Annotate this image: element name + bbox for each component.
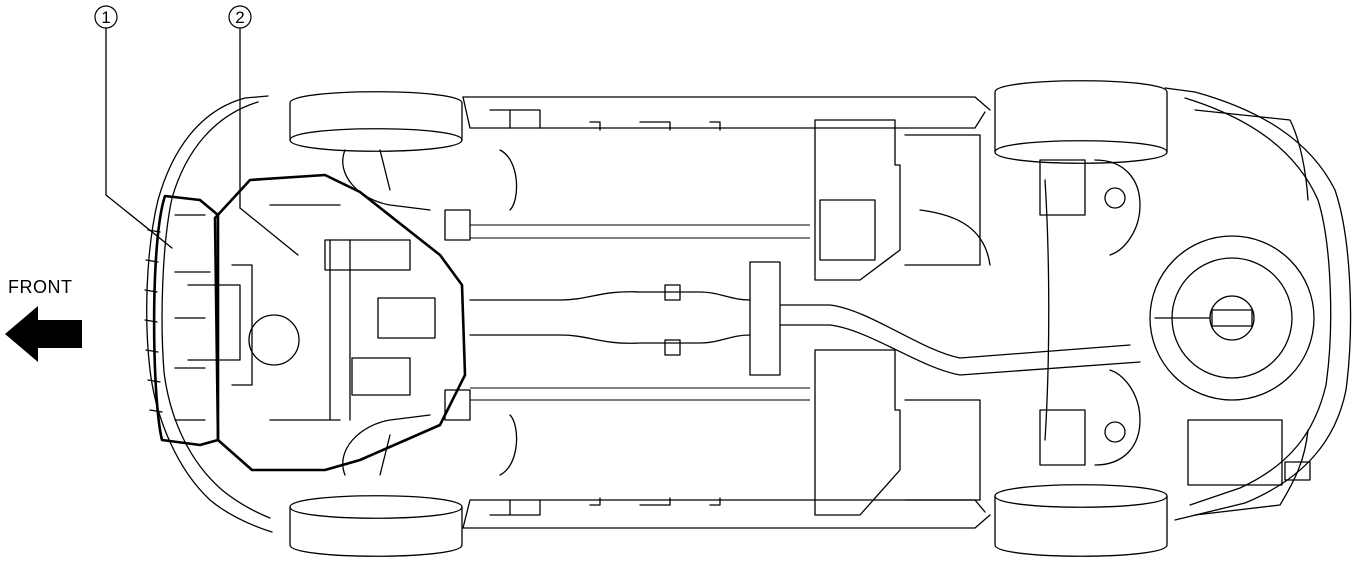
callout-1-label: 1 bbox=[101, 8, 110, 27]
spare-tire-well bbox=[1149, 235, 1315, 486]
part-1-front-splash-shield bbox=[144, 194, 241, 447]
fuel-tank-area bbox=[814, 119, 991, 516]
wheel-front-left bbox=[289, 91, 463, 152]
wheel-rear-left bbox=[994, 80, 1168, 164]
part-2-engine-under-cover bbox=[213, 173, 467, 472]
callout-2-leader-diagonal bbox=[239, 207, 299, 256]
exhaust-system bbox=[469, 261, 1141, 376]
wheel-rear-right bbox=[994, 484, 1168, 557]
wheel-front-right bbox=[289, 495, 463, 557]
front-direction-label: FRONT bbox=[8, 277, 73, 297]
floor-rails bbox=[470, 149, 810, 476]
callout-2-label: 2 bbox=[235, 8, 244, 27]
body-outline bbox=[146, 87, 1352, 533]
side-sill-details bbox=[489, 109, 721, 516]
callout-2: 2 bbox=[228, 5, 252, 29]
arrow-left-icon bbox=[5, 306, 82, 362]
rear-suspension bbox=[1039, 159, 1141, 466]
callout-1: 1 bbox=[94, 5, 118, 29]
front-suspension bbox=[342, 149, 471, 476]
callout-1-leader-diagonal bbox=[105, 194, 173, 249]
